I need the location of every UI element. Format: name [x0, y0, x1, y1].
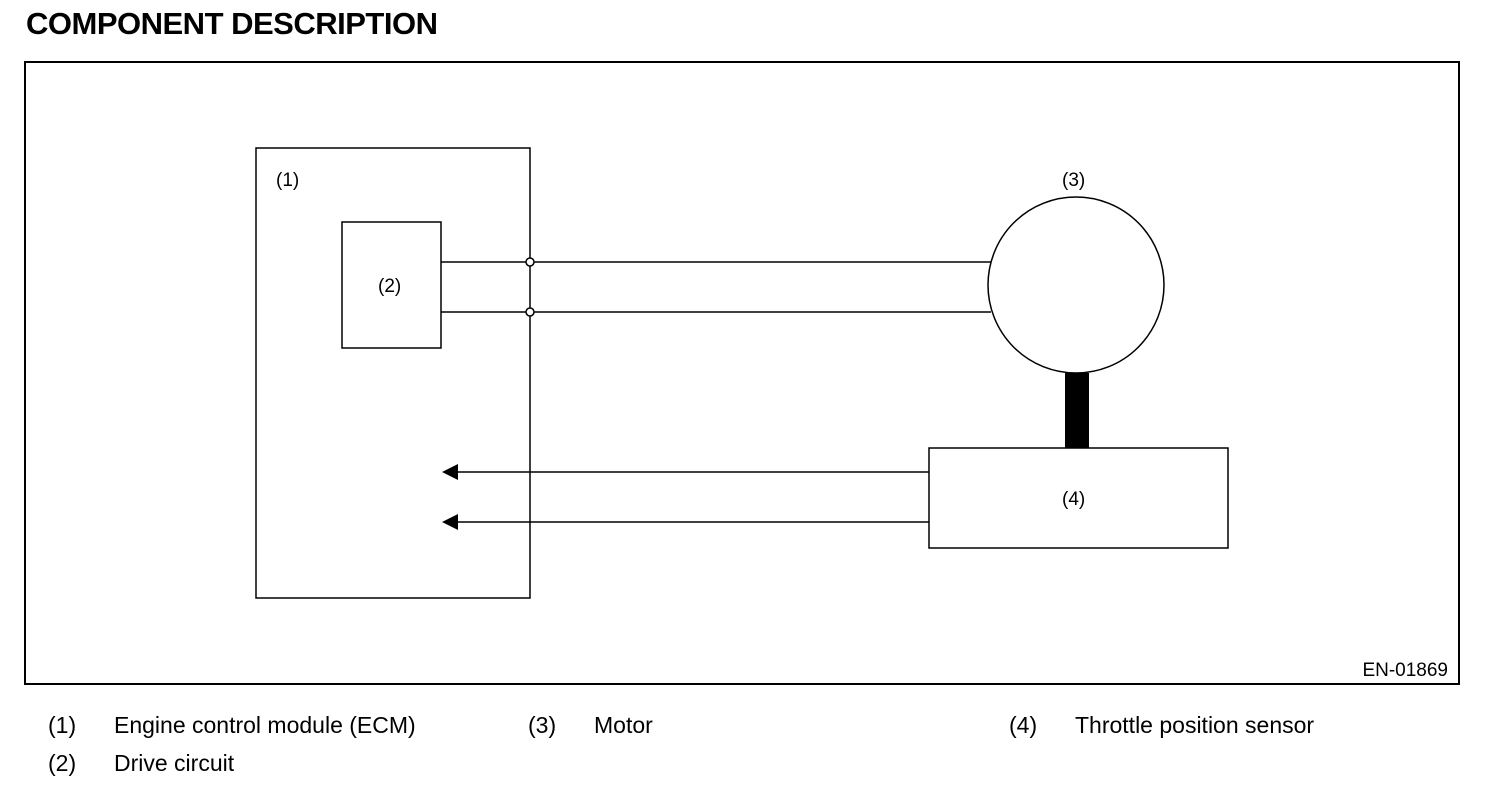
legend-label-4: Throttle position sensor	[1075, 712, 1315, 738]
throttle-sensor-callout: (4)	[1062, 489, 1085, 510]
terminal-lower	[525, 307, 535, 317]
drive-circuit-callout: (2)	[378, 276, 401, 297]
legend-label-3: Motor	[594, 712, 653, 738]
arrowhead-2	[442, 514, 458, 530]
legend-number-2: (2)	[48, 750, 77, 776]
figure-frame	[24, 61, 1460, 685]
ecm-callout: (1)	[276, 170, 299, 191]
throttle-sensor-block	[928, 447, 1229, 549]
legend-label-2: Drive circuit	[114, 750, 235, 776]
figure-code: EN-01869	[1362, 660, 1448, 681]
legend-number-4: (4)	[1009, 712, 1038, 738]
drive-circuit-block	[341, 221, 442, 349]
motor-shaft	[1065, 373, 1089, 449]
legend-number-3: (3)	[528, 712, 557, 738]
legend-label-1: Engine control module (ECM)	[114, 712, 416, 738]
legend-number-1: (1)	[48, 712, 77, 738]
motor-symbol	[987, 196, 1165, 374]
arrowhead-1	[442, 464, 458, 480]
ecm-block	[255, 147, 531, 599]
terminal-upper	[525, 257, 535, 267]
page-title: COMPONENT DESCRIPTION	[26, 6, 438, 41]
motor-callout: (3)	[1062, 170, 1085, 191]
